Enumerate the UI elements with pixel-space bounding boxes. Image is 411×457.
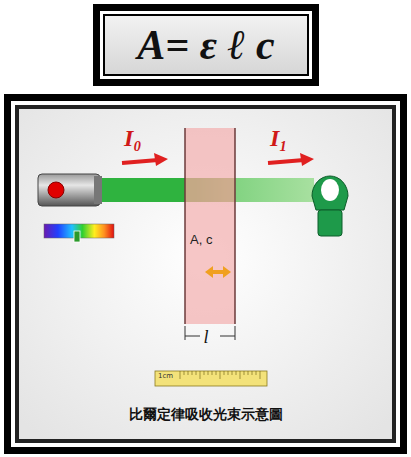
intensity-arrows [122,153,314,166]
sample-label: A, c [190,232,212,247]
formula: A= ε ℓ c [137,24,274,66]
ruler [155,371,267,386]
panel-frame [4,94,407,454]
spectrum-bar [44,224,114,242]
laser-source [38,174,102,206]
cuvette: A, c [185,128,235,324]
ruler-unit: 1cm [158,373,173,380]
beam-in-sample [185,178,235,202]
width-bracket [185,326,235,340]
formula-frame [93,4,319,86]
caption: 比爾定律吸收光束示意圖 [129,406,283,424]
cuvette-fill [185,128,235,324]
intensity-in: I₀ [124,126,142,150]
cuvette-wall [184,128,186,324]
orange-arrow [205,266,231,278]
intensity-out: I₁ [270,126,288,150]
path-length: l [203,328,208,346]
light-beam [98,178,314,202]
cuvette-wall [234,128,236,324]
detector [312,176,348,236]
